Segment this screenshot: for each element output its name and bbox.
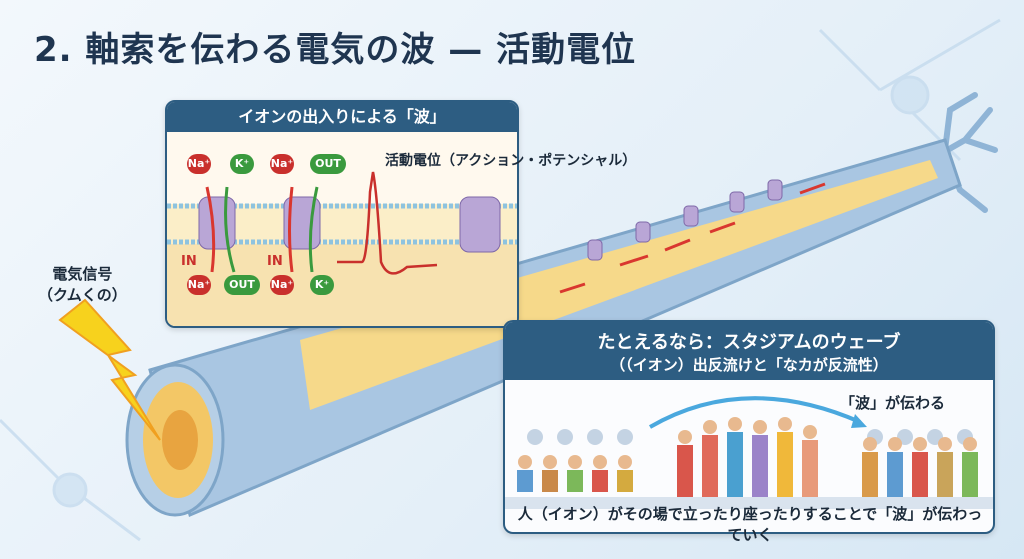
axon-core	[300, 160, 938, 410]
out-ion: OUT	[224, 275, 260, 295]
ion-panel-header: イオンの出入りによる「波」	[167, 102, 517, 132]
stadium-wave-illustration	[505, 396, 993, 509]
lightning-bolt-icon	[58, 298, 161, 441]
action-potential-label: 活動電位（アクション・ポテンシャル）	[385, 153, 637, 169]
stadium-panel: たとえるなら：スタジアムのウェーブ （（イオン）出反流けと「なカが反流性）	[503, 320, 995, 534]
wave-label: 「波」が伝わる	[840, 394, 946, 412]
sodium-ion: Na⁺	[187, 275, 211, 295]
action-potential-curve	[337, 171, 438, 275]
stadium-panel-header: たとえるなら：スタジアムのウェーブ （（イオン）出反流けと「なカが反流性）	[505, 322, 993, 380]
stadium-panel-title: たとえるなら：スタジアムのウェーブ	[597, 332, 901, 353]
sodium-ion: Na⁺	[270, 154, 294, 174]
in-label: IN	[267, 254, 283, 269]
channel-icons	[587, 179, 783, 261]
sodium-ion: Na⁺	[187, 154, 211, 174]
potassium-ion: K⁺	[310, 275, 334, 295]
sitting-down-people	[862, 437, 978, 497]
seated-people	[517, 455, 633, 492]
page-title: 2. 軸索を伝わる電気の波 — 活動電位	[34, 30, 637, 70]
dendrite-icon	[927, 92, 998, 213]
ion-panel: イオンの出入りによる「波」 Na⁺ K⁺ Na⁺ OUT IN IN Na⁺ O…	[165, 100, 519, 328]
stadium-panel-subtitle: （（イオン）出反流けと「なカが反流性）	[610, 356, 888, 374]
neuron-background	[0, 18, 1001, 542]
in-label: IN	[181, 254, 197, 269]
wave-arrow-icon	[648, 396, 861, 429]
signal-label: 電気信号 （クムくの）	[38, 264, 127, 306]
sodium-ion: Na⁺	[270, 275, 294, 295]
out-ion: OUT	[310, 154, 346, 174]
standing-people	[677, 417, 818, 497]
potassium-ion: K⁺	[230, 154, 254, 174]
signal-label-line2: （クムくの）	[38, 286, 127, 304]
signal-label-line1: 電気信号	[52, 265, 113, 283]
current-arrows	[559, 182, 826, 294]
stadium-caption: 人（イオン）がその場で立ったり座ったりすることで「波」が伝わっていく	[517, 505, 983, 544]
